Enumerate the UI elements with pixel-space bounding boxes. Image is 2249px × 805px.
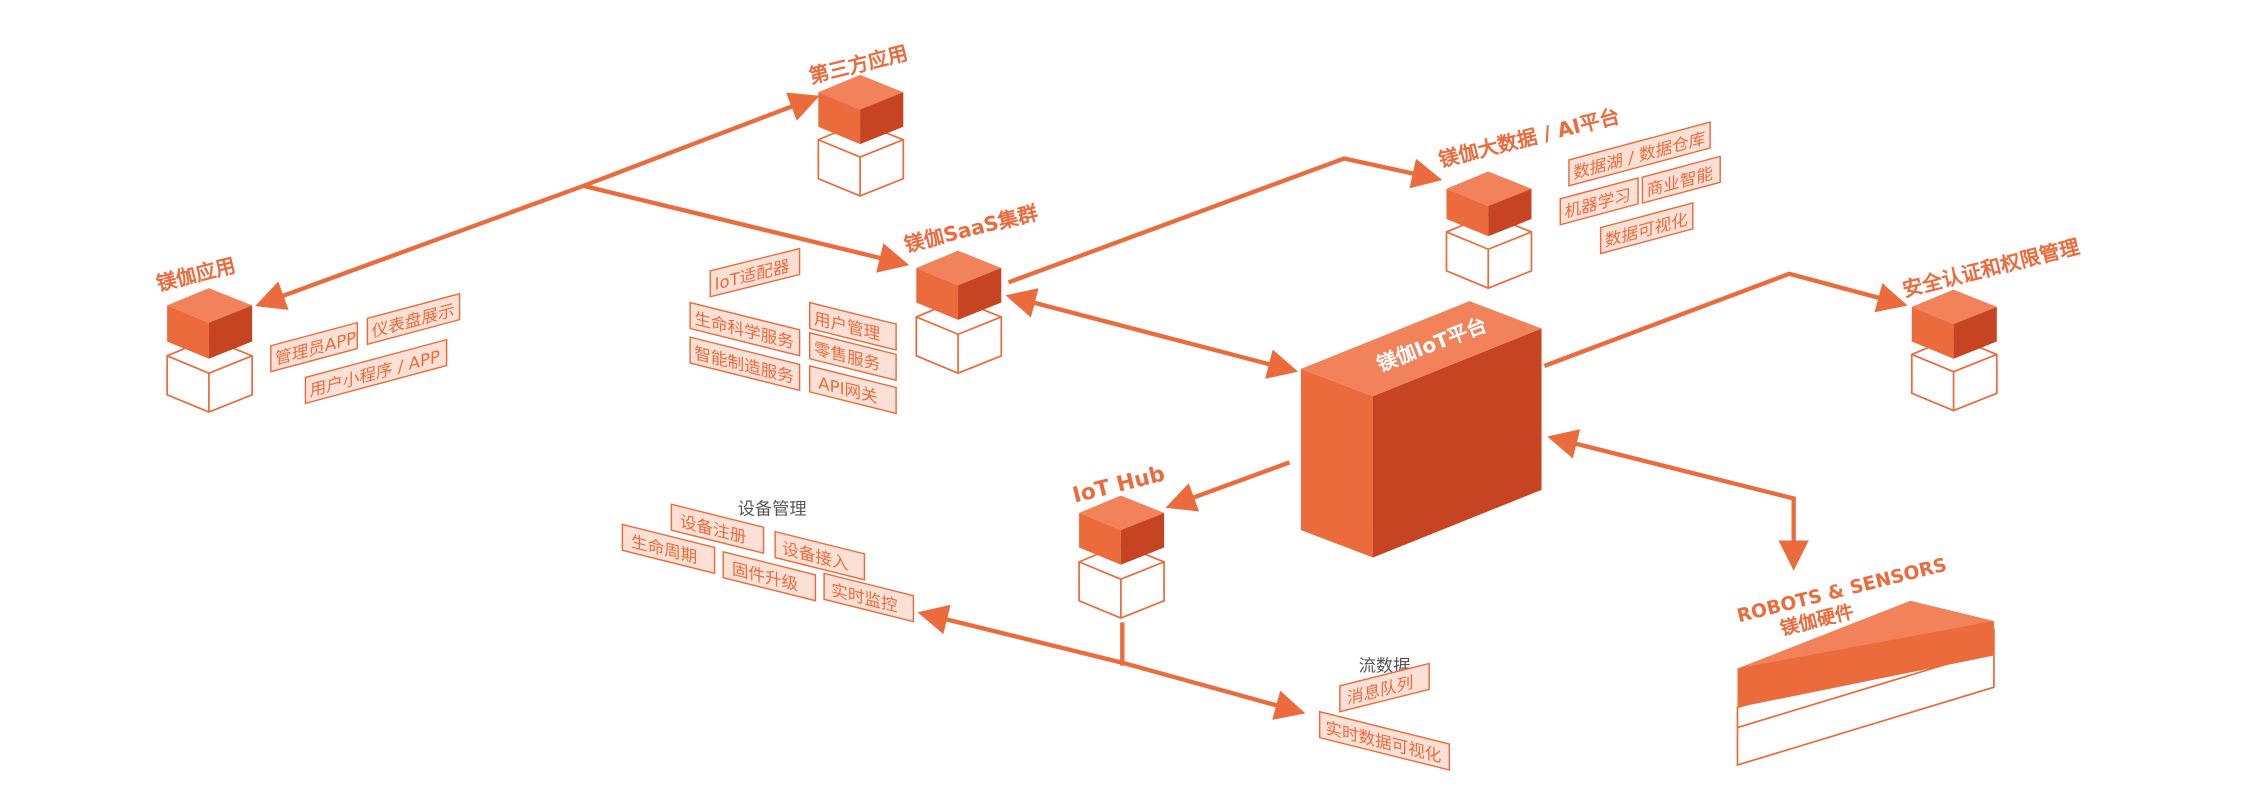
connector-saas-to-bigdata — [1007, 156, 1443, 285]
device-mgmt-group: 设备管理 设备注册 设备接入 生命周期 固件升级 实时监控 — [621, 499, 915, 623]
connector-platform-robots — [1547, 429, 1809, 571]
node-security: 安全认证和权限管理 — [1900, 234, 2082, 412]
robots-front-face — [1737, 620, 1994, 708]
connector-saas-iot-platform — [1005, 288, 1299, 379]
connector-to-stream — [1121, 660, 1306, 720]
platform-side-face — [1372, 328, 1542, 558]
saas-title: 镁伽SaaS集群 — [902, 201, 1041, 257]
cube-bigdata-top — [1446, 171, 1532, 207]
node-third-party: 第三方应用 — [807, 41, 910, 197]
cube-security-top — [1911, 289, 1997, 325]
platform-top-face — [1300, 301, 1542, 397]
node-saas: 镁伽SaaS集群 IoT适配器 用户管理 生命科学服务 零售服务 智能制造服务 … — [689, 201, 1041, 415]
connector-hub-to-third-party — [582, 92, 820, 188]
cube-iot-hub-top — [1079, 495, 1165, 531]
connector-hub-to-saas — [582, 183, 910, 273]
device-mgmt-title: 设备管理 — [738, 499, 807, 519]
connector-platform-to-iot-hub — [1165, 460, 1291, 512]
connector-to-device-mgmt — [917, 604, 1123, 665]
stream-group: 流数据 消息队列 实时数据可视化 — [1318, 656, 1451, 771]
node-bigdata: 镁伽大数据 / AI平台 数据湖 / 数据仓库 机器学习 商业智能 数据可视化 — [1436, 104, 1721, 290]
node-robots: ROBOTS & SENSORS 镁伽硬件 — [1735, 555, 1995, 767]
connector-hub-to-app — [255, 183, 585, 310]
node-app: 镁伽应用 管理员APP 仪表盘展示 用户小程序 / APP — [154, 253, 461, 413]
connector-platform-to-security — [1543, 271, 1908, 368]
cube-third-party-top — [818, 74, 904, 110]
platform-front-face — [1300, 368, 1373, 558]
cube-saas-top — [916, 250, 1002, 286]
cube-app-top — [167, 288, 253, 323]
security-title: 安全认证和权限管理 — [1900, 234, 2082, 301]
app-title: 镁伽应用 — [154, 253, 238, 296]
node-iot-platform: 镁伽IoT平台 — [1300, 301, 1542, 558]
node-iot-hub: IoT Hub — [1070, 462, 1168, 619]
connectors — [255, 92, 1908, 720]
